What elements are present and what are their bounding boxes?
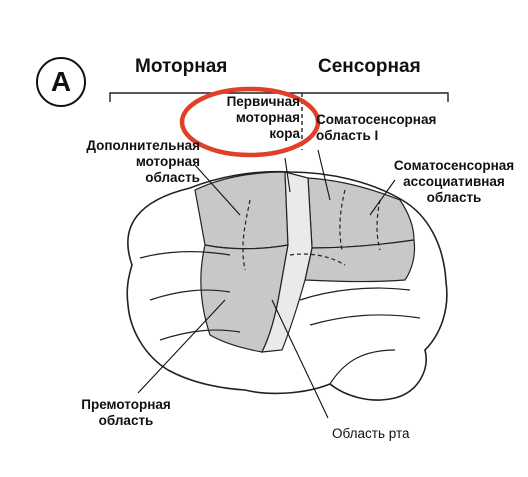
somatosensory-area-label: Соматосенсорная область I — [316, 112, 436, 144]
assoc-line2: ассоциативная — [403, 174, 505, 189]
supplementary-line2: моторная — [135, 154, 200, 169]
leader-supplementary — [194, 164, 241, 216]
somatosensory1-line2: область I — [316, 128, 379, 143]
supplementary-line3: область — [145, 170, 200, 185]
primary-motor-line3: кора — [269, 126, 300, 141]
sensory-header: Сенсорная — [318, 56, 421, 77]
leader-premotor — [137, 299, 226, 394]
panel-letter-badge: A — [36, 57, 86, 107]
somatosensory1-line1: Соматосенсорная — [316, 112, 437, 127]
premotor-line2: область — [98, 413, 154, 428]
leader-somatosensory1 — [317, 149, 331, 201]
premotor-line1: Премоторная — [81, 397, 171, 412]
primary-motor-line1: Первичная — [226, 94, 300, 109]
leader-mouth — [271, 299, 329, 419]
supplementary-motor-label: Дополнительная моторная область — [40, 138, 200, 186]
motor-header: Моторная — [135, 56, 228, 77]
mouth-area-label: Область рта — [332, 426, 410, 441]
primary-motor-line2: моторная — [235, 110, 300, 125]
somatosensory-assoc-label: Соматосенсорная ассоциативная область — [380, 158, 528, 206]
assoc-line3: область — [426, 190, 482, 205]
leader-assoc — [369, 179, 396, 216]
highlight-circle — [179, 86, 321, 158]
supplementary-line1: Дополнительная — [86, 138, 200, 153]
assoc-line1: Соматосенсорная — [393, 158, 515, 173]
somatosensory-lower — [304, 239, 416, 283]
brain-sulci — [139, 189, 421, 385]
motor-regions — [194, 171, 416, 353]
premotor-label: Премоторная область — [62, 397, 190, 429]
primary-motor-label: Первичная моторная кора — [196, 94, 300, 142]
leader-primary-motor — [284, 157, 291, 193]
leader-lines — [137, 149, 396, 419]
central-strip — [260, 171, 313, 353]
supplementary-region — [194, 171, 289, 250]
